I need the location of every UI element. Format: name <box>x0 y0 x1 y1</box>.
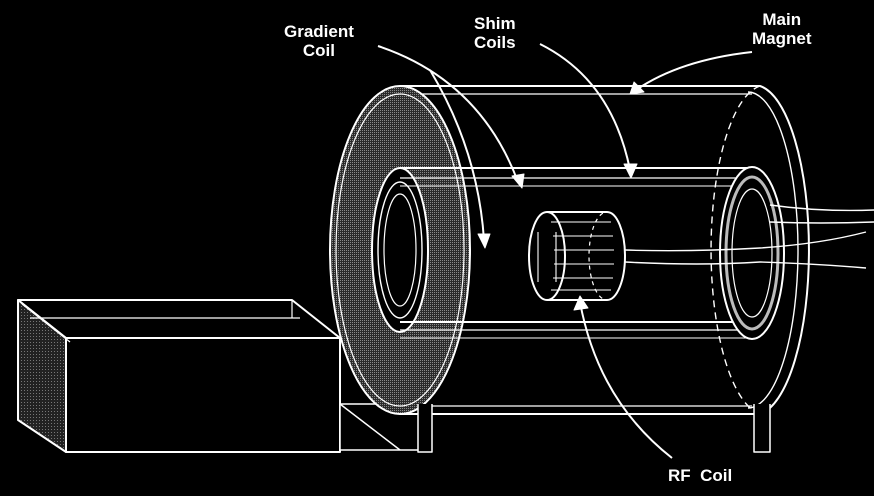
arrow-main-magnet <box>635 51 753 91</box>
arrow-gradient-coil-2 <box>429 69 485 241</box>
cables <box>624 204 874 269</box>
label-main-magnet: Main Magnet <box>752 10 812 48</box>
gradient-shim-coil-tube <box>400 166 785 340</box>
label-main-magnet-line-1: Main <box>762 10 802 29</box>
label-gradient-coil: Gradient Coil <box>284 22 354 60</box>
magnet-rear-support <box>753 404 771 453</box>
label-shim-coils: Shim Coils <box>474 14 516 52</box>
label-gradient-coil-line-2: Coil <box>302 41 335 60</box>
arrow-rf-coil <box>579 301 673 459</box>
label-main-magnet-line-2: Magnet <box>752 29 812 48</box>
patient-table <box>17 299 421 453</box>
label-shim-coils-line-1: Shim <box>474 14 516 33</box>
coil-rear-ring <box>719 166 785 340</box>
arrow-shim-coils <box>539 43 631 171</box>
magnet-back-inner-rim <box>747 91 799 409</box>
label-gradient-coil-line-1: Gradient <box>284 22 354 41</box>
rf-coil <box>528 211 626 301</box>
label-rf-coil: RF Coil <box>668 466 733 485</box>
arrow-gradient-coil <box>377 45 519 183</box>
label-shim-coils-line-2: Coils <box>474 33 516 52</box>
label-arrows <box>377 43 753 459</box>
rf-coil-front-ring <box>528 211 566 301</box>
table-side-face <box>65 337 341 453</box>
magnet-front-support <box>417 404 433 453</box>
magnet-front-bore-ring <box>371 167 429 333</box>
